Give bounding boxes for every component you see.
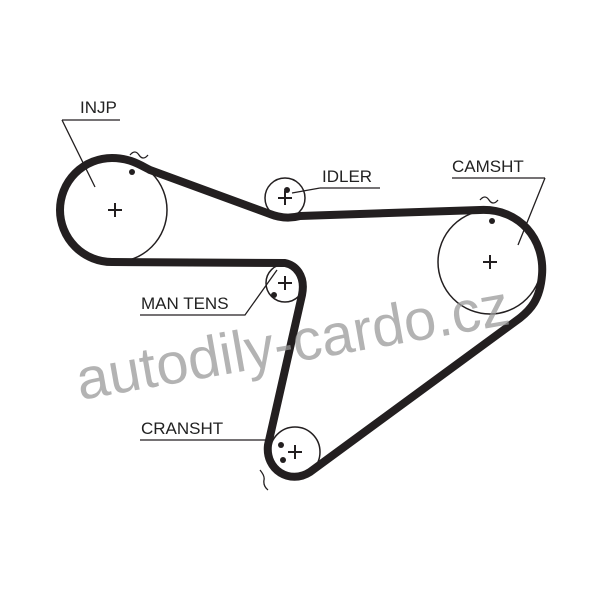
watermark: autodily-cardo.cz (71, 273, 514, 413)
label-man-tens: MAN TENS (141, 294, 229, 313)
label-cransht: CRANSHT (141, 419, 223, 438)
timing-belt (56, 154, 547, 481)
label-injp: INJP (80, 98, 117, 117)
center-marks (108, 169, 497, 463)
leader-lines (61, 119, 546, 491)
label-camsht: CAMSHT (452, 157, 524, 176)
label-idler: IDLER (322, 167, 372, 186)
